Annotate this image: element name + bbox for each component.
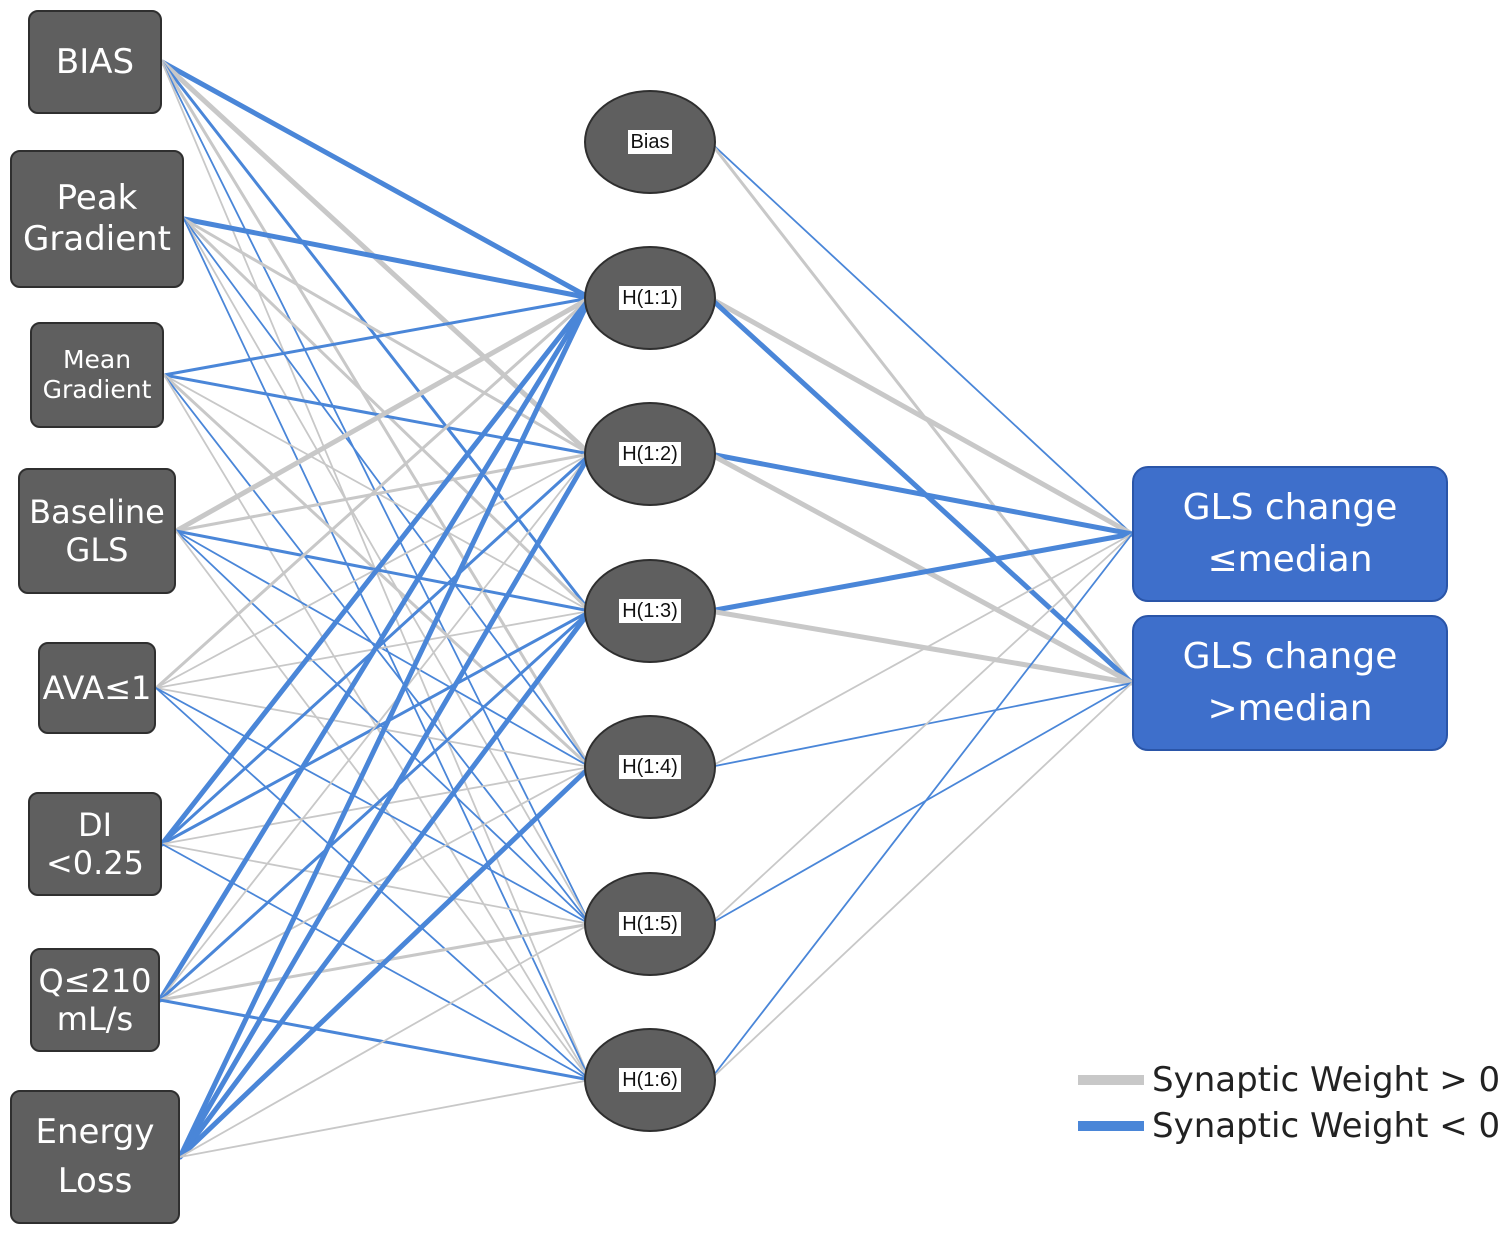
input-node-di: DI <0.25 bbox=[28, 792, 162, 896]
connection-energy-loss-h5 bbox=[179, 923, 591, 1158]
connection-di-h5 bbox=[161, 843, 591, 925]
hidden-node-label: H(1:2) bbox=[619, 442, 681, 466]
connection-bias-le-median bbox=[709, 141, 1133, 535]
connection-h3-gt-median bbox=[707, 608, 1135, 686]
legend-label: Synaptic Weight > 0 bbox=[1152, 1060, 1500, 1100]
connection-bias-h1 bbox=[159, 59, 593, 301]
input-label-line: Peak bbox=[56, 178, 138, 219]
input-node-q: Q≤210 mL/s bbox=[30, 948, 160, 1052]
connection-mean-gradient-h1 bbox=[162, 296, 592, 377]
input-label-line: Mean bbox=[62, 345, 132, 374]
legend-item-negative: Synaptic Weight < 0 bbox=[1078, 1106, 1500, 1146]
output-label-line: >median bbox=[1207, 688, 1373, 729]
connection-q-h5 bbox=[158, 922, 592, 1002]
legend-item-positive: Synaptic Weight > 0 bbox=[1078, 1060, 1500, 1100]
hidden-node-h6: H(1:6) bbox=[584, 1028, 716, 1132]
hidden-node-h5: H(1:5) bbox=[584, 872, 716, 976]
connection-energy-loss-h3 bbox=[177, 608, 593, 1160]
connection-baseline-gls-h2 bbox=[174, 452, 592, 533]
connection-h2-le-median bbox=[707, 451, 1135, 537]
input-node-ava: AVA≤1 bbox=[38, 642, 156, 734]
input-label-line: GLS bbox=[65, 531, 129, 569]
input-label-line: Gradient bbox=[23, 219, 171, 259]
input-label-line: <0.25 bbox=[45, 844, 145, 882]
connection-baseline-gls-h1 bbox=[173, 295, 593, 534]
connection-q-h4 bbox=[159, 766, 591, 1001]
hidden-node-label: Bias bbox=[627, 130, 673, 154]
connection-h6-le-median bbox=[709, 533, 1133, 1081]
connection-q-h1 bbox=[157, 295, 593, 1003]
connection-h6-gt-median bbox=[709, 682, 1133, 1081]
connection-q-h6 bbox=[158, 998, 592, 1082]
hidden-node-label: H(1:1) bbox=[619, 286, 681, 310]
connection-h2-gt-median bbox=[707, 451, 1135, 686]
hidden-node-bias: Bias bbox=[584, 90, 716, 194]
connection-energy-loss-h4 bbox=[177, 764, 593, 1160]
hidden-node-h3: H(1:3) bbox=[584, 559, 716, 663]
hidden-node-h4: H(1:4) bbox=[584, 715, 716, 819]
hidden-node-label: H(1:3) bbox=[619, 599, 681, 623]
hidden-node-h2: H(1:2) bbox=[584, 402, 716, 506]
connection-baseline-gls-h3 bbox=[174, 529, 592, 613]
input-label-line: Energy bbox=[35, 1111, 155, 1152]
connection-ava-h1 bbox=[154, 296, 592, 690]
connection-bias-gt-median bbox=[708, 140, 1134, 685]
hidden-node-label: H(1:5) bbox=[619, 912, 681, 936]
input-node-mean-gradient: Mean Gradient bbox=[30, 322, 164, 428]
input-node-baseline-gls: Baseline GLS bbox=[18, 468, 176, 594]
connection-q-h2 bbox=[159, 453, 591, 1001]
legend-swatch-negative bbox=[1078, 1121, 1144, 1131]
output-label-line: GLS change bbox=[1182, 486, 1398, 528]
input-label-line: Q≤210 bbox=[38, 961, 152, 1000]
input-label-line: Gradient bbox=[42, 375, 152, 404]
connection-h5-gt-median bbox=[709, 682, 1133, 925]
connection-energy-loss-h2 bbox=[177, 451, 593, 1160]
connection-baseline-gls-h4 bbox=[175, 530, 591, 768]
connection-h4-le-median bbox=[709, 533, 1133, 768]
input-label-line: Loss bbox=[57, 1161, 133, 1201]
connection-di-h1 bbox=[159, 295, 593, 847]
connection-peak-gradient-h2 bbox=[182, 217, 592, 456]
connection-h3-le-median bbox=[707, 531, 1135, 614]
hidden-node-h1: H(1:1) bbox=[584, 246, 716, 350]
connection-h5-le-median bbox=[709, 533, 1133, 925]
input-label-line: AVA≤1 bbox=[42, 668, 152, 707]
connection-peak-gradient-h1 bbox=[181, 216, 593, 301]
input-label-line: DI bbox=[77, 805, 113, 844]
output-node-le-median: GLS change ≤median bbox=[1132, 466, 1448, 602]
hidden-node-label: H(1:6) bbox=[619, 1068, 681, 1092]
output-node-gt-median: GLS change >median bbox=[1132, 615, 1448, 751]
connection-peak-gradient-h6 bbox=[183, 218, 591, 1081]
legend-label: Synaptic Weight < 0 bbox=[1152, 1106, 1500, 1146]
connection-mean-gradient-h2 bbox=[162, 373, 592, 456]
connection-energy-loss-h6 bbox=[179, 1079, 591, 1158]
input-node-energy-loss: Energy Loss bbox=[10, 1090, 180, 1224]
connection-energy-loss-h1 bbox=[177, 295, 593, 1160]
input-node-bias: BIAS bbox=[28, 10, 162, 114]
input-label-line: BIAS bbox=[55, 41, 135, 82]
output-label-line: GLS change bbox=[1182, 635, 1398, 677]
connection-h1-le-median bbox=[707, 295, 1135, 537]
connection-di-h3 bbox=[160, 609, 592, 846]
input-node-peak-gradient: Peak Gradient bbox=[10, 150, 184, 288]
hidden-node-label: H(1:4) bbox=[619, 755, 681, 779]
output-label-line: ≤median bbox=[1207, 539, 1373, 580]
connection-q-h3 bbox=[158, 609, 592, 1002]
input-label-line: Baseline bbox=[29, 492, 165, 531]
legend-swatch-positive bbox=[1078, 1075, 1144, 1085]
input-label-line: mL/s bbox=[56, 1000, 134, 1038]
connection-h1-gt-median bbox=[707, 295, 1135, 686]
connection-h4-gt-median bbox=[709, 682, 1133, 768]
